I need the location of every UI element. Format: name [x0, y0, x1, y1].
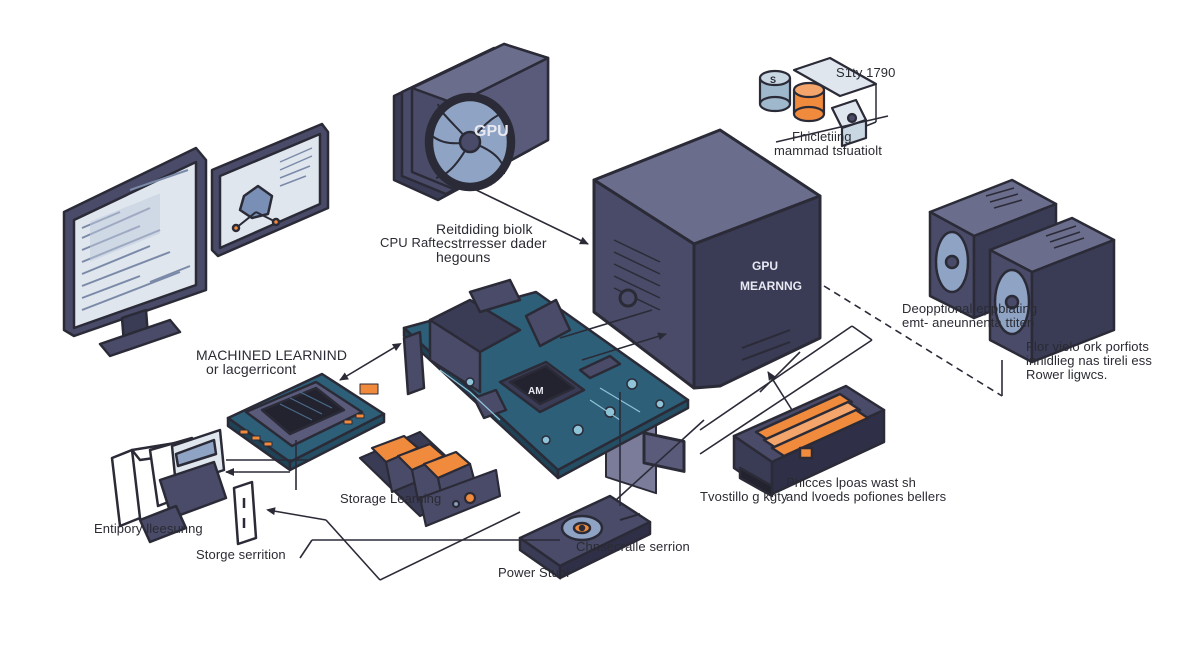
gpu-card-label: GPU	[474, 123, 509, 140]
label-storage-top: S1ty 1790	[836, 65, 896, 80]
label-testillo: Tvostillo g kgty	[700, 489, 788, 504]
small-screen-icon	[210, 122, 330, 258]
label-machine-learning: MACHINED LEARNIND or lacgerricont	[196, 347, 348, 377]
label-enterpriy: Entipory lleesunng	[94, 521, 203, 536]
svg-text:S: S	[770, 75, 776, 85]
gpu-card: GPU	[392, 42, 550, 202]
cooling-fans	[928, 178, 1116, 364]
monitor-icon	[62, 146, 208, 358]
label-floating: Fhicletiing mammad tsfuatiolt	[774, 129, 882, 158]
storage-bracket	[110, 428, 258, 546]
label-chrseralle: Chnsecralle serrion	[576, 539, 690, 554]
label-cpu-rate: CPU Raft	[380, 235, 436, 250]
label-storage-serration: Storge serrition	[196, 547, 286, 562]
ram-modules	[358, 430, 502, 528]
server-box-label-line2: MEARNNG	[740, 279, 802, 293]
cpu-socket	[226, 372, 386, 472]
label-rebuilding: Reitdiding biolk ecstrresser dader hegou…	[436, 221, 547, 265]
label-flor-side: Flor vielo ork porfiots innidlieg nas ti…	[1026, 339, 1152, 382]
battery-pack	[732, 384, 886, 498]
chip-label: AM	[528, 386, 544, 397]
label-power-supply: Power Stupl	[498, 565, 570, 580]
label-phiccas: Phicces lpoas wast sh and lvoeds pofione…	[786, 475, 947, 504]
label-storage-learning: Storage Learning	[340, 491, 442, 506]
server-box: GPU MEARNNG	[592, 128, 822, 495]
power-supply-disc	[518, 494, 652, 580]
connector-arrows	[225, 115, 1003, 581]
server-box-label-line1: GPU	[752, 259, 778, 273]
label-deoptional: Deopptional eppbiating emt- aneunnenta t…	[902, 301, 1038, 330]
motherboard: AM	[402, 278, 690, 480]
